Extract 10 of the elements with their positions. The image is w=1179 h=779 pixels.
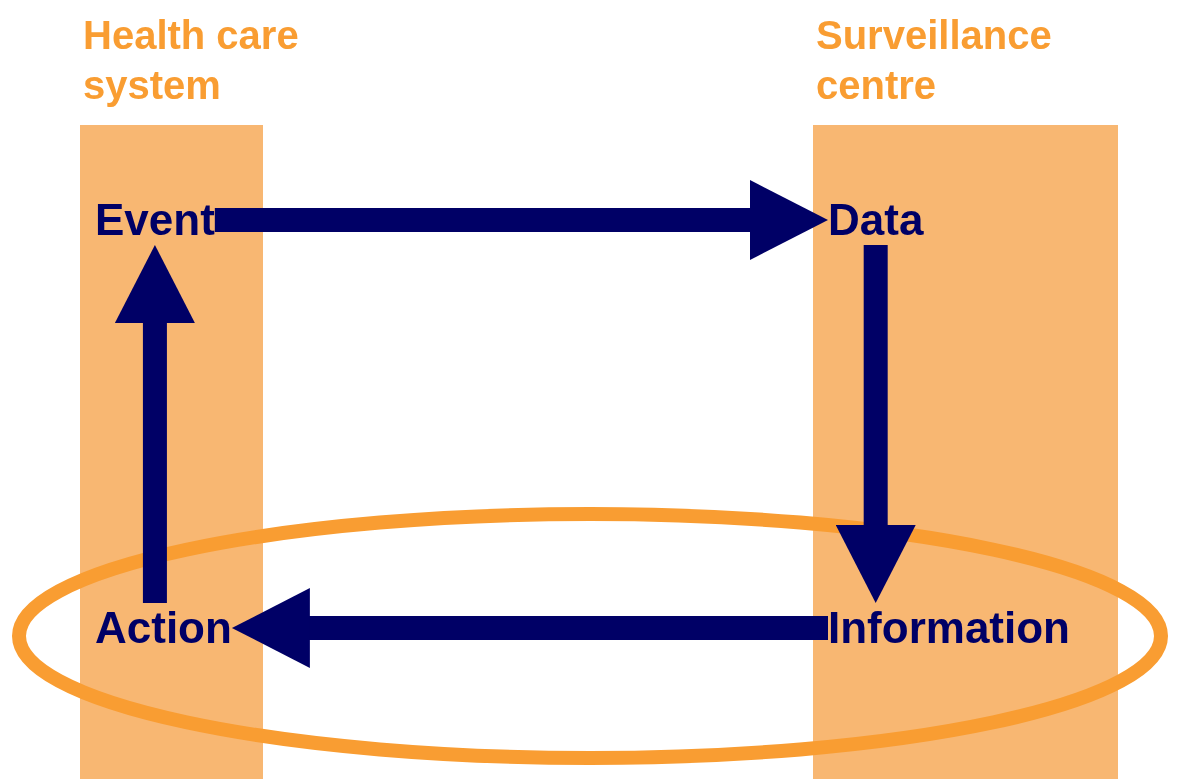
node-label: Event (95, 195, 215, 245)
node-label: Data (828, 195, 924, 245)
arrow (214, 180, 828, 260)
column-heading: Health care system (83, 12, 300, 109)
column-heading: Surveillance centre (816, 12, 1053, 109)
arrow (231, 588, 828, 668)
arrow (114, 245, 195, 603)
arrow (835, 245, 916, 603)
node-label: Action (95, 603, 232, 653)
node-label: Information (828, 603, 1070, 653)
